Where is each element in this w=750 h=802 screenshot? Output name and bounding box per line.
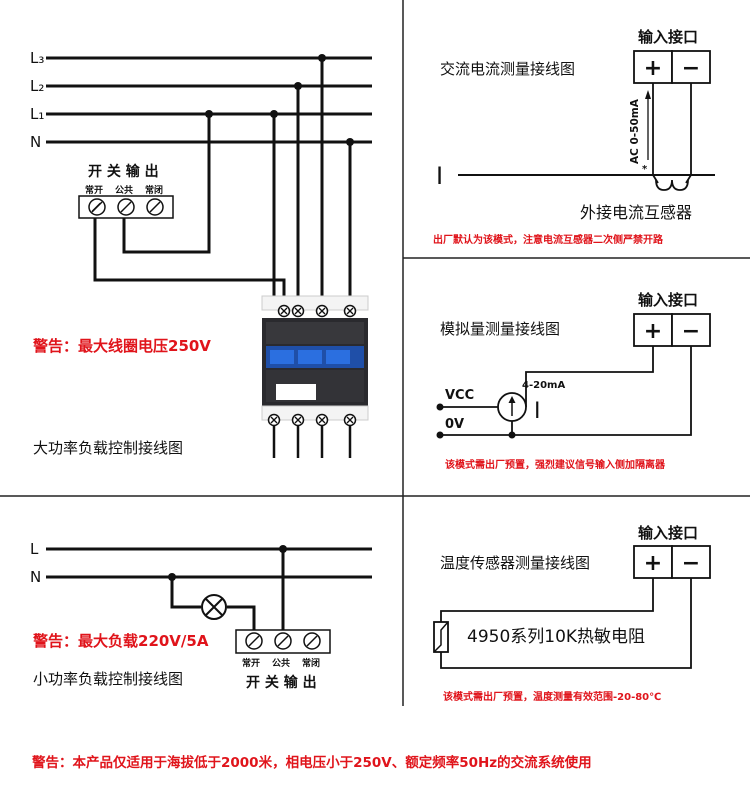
panel-ac-current: 交流电流测量接线图 输入接口 + − I AC 0-50mA * 外接电流互感器…: [433, 28, 715, 246]
screw-terminal-icon: [146, 198, 164, 216]
ac-range-label: AC 0-50mA: [629, 98, 641, 164]
contactor-icon: [261, 295, 369, 458]
panel-low-power-control: L N 常开 公共 常闭 开 关: [30, 540, 372, 691]
minus-terminal: [671, 313, 711, 347]
thermistor-label: 4950系列10K热敏电阻: [467, 627, 645, 647]
input-port-label: 输入接口: [638, 291, 698, 309]
analog-mode-note: 该模式需出厂预置，强烈建议信号输入侧加隔离器: [445, 458, 666, 471]
max-load-warning: 警告：最大负载220V/5A: [32, 632, 209, 650]
minus-sign: −: [682, 56, 700, 81]
switch-output-title: 开 关 输 出: [246, 674, 317, 691]
switch-output-title: 开 关 输 出: [88, 163, 159, 180]
external-ct-label: 外接电流互感器: [580, 203, 692, 222]
panel-dividers: [0, 0, 750, 706]
low-power-caption: 小功率负载控制接线图: [33, 670, 183, 688]
zero-v-label: 0V: [445, 417, 464, 432]
junction-dot: [508, 431, 516, 439]
plus-terminal: [633, 50, 673, 84]
temperature-title: 温度传感器测量接线图: [440, 554, 590, 572]
footer-warning: 警告：本产品仅适用于海拔低于2000米，相电压小于250V、额定频率50Hz的交…: [32, 754, 592, 771]
junction-dot: [436, 403, 444, 411]
current-source-icon: [497, 392, 527, 422]
ct-lead-plus: [652, 83, 659, 184]
input-port-label: 输入接口: [638, 524, 698, 542]
wire-n-to-lamp: [170, 577, 201, 609]
thermistor-wire-minus: [440, 578, 692, 669]
zero-v-to-minus-wire: [440, 346, 692, 436]
thermistor-icon: [433, 621, 449, 653]
panel-analog: 模拟量测量接线图 输入接口 + − 4-20mA I VCC 0V 该模式需出厂…: [436, 291, 711, 471]
screw-terminal-icon: [245, 632, 263, 650]
line-n-label: N: [30, 568, 41, 586]
temperature-mode-note: 该模式需出厂预置，温度测量有效范围-20-80℃: [443, 690, 661, 703]
plus-sign: +: [644, 551, 662, 576]
source-range-label: 4-20mA: [522, 380, 565, 391]
wire-com-to-l1: [122, 114, 211, 254]
terminal-label-nc: 常闭: [145, 184, 163, 196]
input-port-label: 输入接口: [638, 28, 698, 46]
wire-no-to-coil: [93, 216, 286, 306]
ac-current-title: 交流电流测量接线图: [440, 60, 575, 78]
line-l2-label: L₂: [30, 77, 44, 95]
polarity-star: *: [642, 164, 648, 175]
screw-terminal-icon: [274, 632, 292, 650]
line-l-label: L: [30, 540, 39, 558]
source-to-plus-wire: [525, 346, 654, 407]
screw-terminal-icon: [88, 198, 106, 216]
panel-temperature: 温度传感器测量接线图 输入接口 + − 4950系列10K热敏电阻 该模式需出厂…: [433, 524, 711, 703]
screw-terminal-icon: [117, 198, 135, 216]
ct-coil-icon: [655, 179, 689, 191]
line-n-label: N: [30, 133, 41, 151]
line-l1-label: L₁: [30, 105, 44, 123]
ac-mode-note: 出厂默认为该模式，注意电流互感器二次侧严禁开路: [433, 233, 664, 246]
current-symbol: I: [436, 162, 443, 190]
minus-terminal: [671, 50, 711, 84]
panel-high-power-control: L₃ L₂ L₁ N 开 关 输 出 常开 公共 常闭: [30, 49, 372, 458]
high-power-caption: 大功率负载控制接线图: [33, 439, 183, 457]
arrow-head-icon: [645, 90, 651, 99]
plus-sign: +: [644, 56, 662, 81]
line-l3-label: L₃: [30, 49, 44, 67]
vcc-label: VCC: [445, 388, 474, 403]
plus-sign: +: [644, 319, 662, 344]
terminal-label-com: 公共: [115, 184, 133, 196]
ct-lead-minus: [685, 83, 692, 184]
minus-sign: −: [682, 319, 700, 344]
lamp-icon: [201, 594, 227, 620]
minus-sign: −: [682, 551, 700, 576]
junction-dot: [436, 431, 444, 439]
terminal-label-com: 公共: [272, 657, 290, 669]
current-symbol: I: [534, 399, 541, 424]
screw-terminal-icon: [303, 632, 321, 650]
thermistor-wire-plus: [440, 578, 654, 623]
plus-terminal: [633, 313, 673, 347]
wire-lamp-to-no: [227, 605, 256, 632]
minus-terminal: [671, 545, 711, 579]
terminal-label-no: 常开: [85, 184, 103, 196]
analog-title: 模拟量测量接线图: [440, 320, 560, 338]
terminal-label-no: 常开: [242, 657, 260, 669]
coil-voltage-warning: 警告：最大线圈电压250V: [32, 337, 211, 355]
terminal-label-nc: 常闭: [302, 657, 320, 669]
